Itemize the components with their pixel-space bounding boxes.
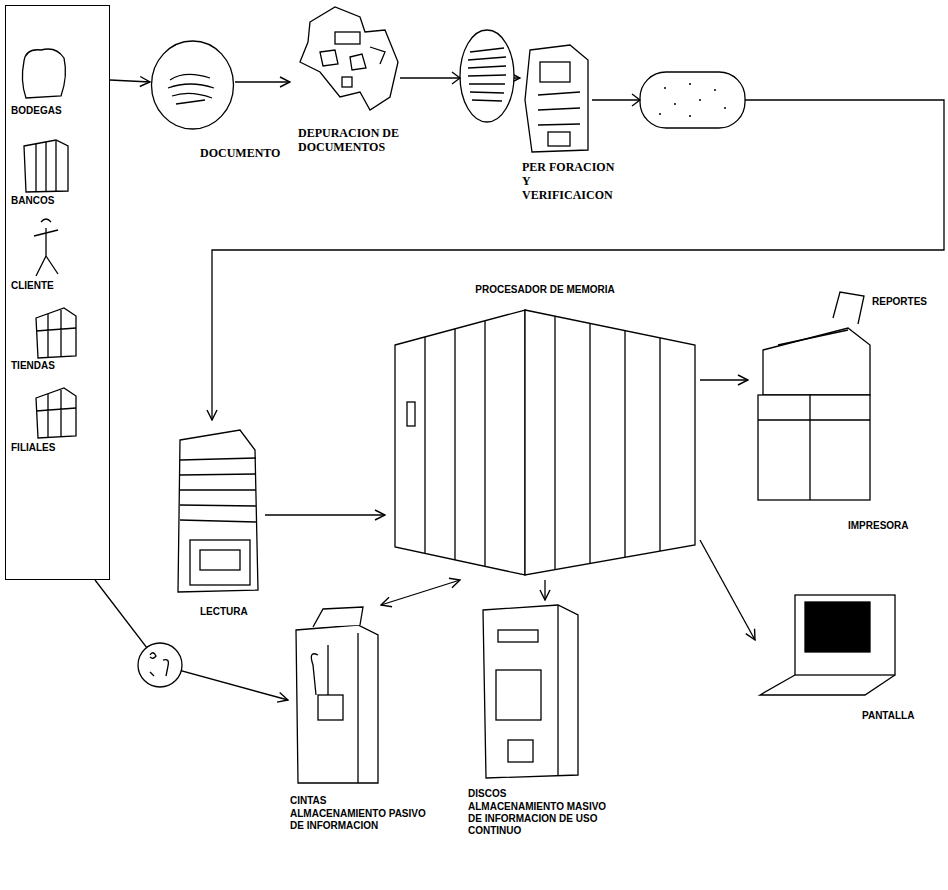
flow-arrow [265, 514, 385, 515]
tape-icon [288, 605, 383, 785]
document-ellipse: DOCUMENTO [150, 40, 235, 130]
arrowhead [632, 94, 640, 106]
document-icon [150, 40, 235, 130]
memory-processor: PROCESADOR DE MEMORIA [385, 282, 700, 580]
node-label: DEPURACION DE DOCUMENTOS [298, 126, 410, 154]
node-label: BANCOS [11, 195, 54, 207]
flow-arrow [381, 580, 460, 605]
flow-arrow [110, 80, 150, 82]
disk-icon [478, 600, 583, 780]
dial-terminal-circle [138, 643, 182, 687]
punch-verify-machine: PER FORACION Y VERIFICAICON [520, 40, 592, 155]
node-label: PER FORACION Y VERIFICAICON [522, 160, 622, 202]
node-label: PROCESADOR DE MEMORIA [440, 284, 650, 296]
disk-storage: DISCOSALMACENAMIENTO MASIVO DE INFORMACI… [478, 600, 583, 780]
node-label: CLIENTE [11, 280, 54, 292]
card-stack-ellipse [460, 30, 514, 122]
node-label: DOCUMENTO [200, 146, 280, 160]
processor-icon [385, 282, 700, 580]
flow-arrow [95, 580, 288, 700]
flow-arrow [235, 81, 290, 82]
flow-arrow [700, 540, 755, 640]
arrowhead [452, 72, 460, 84]
node-label: LECTURA [200, 606, 248, 618]
dial-marks [150, 653, 168, 676]
node-label: IMPRESORA [848, 520, 909, 532]
punch-icon [520, 40, 592, 155]
node-label: DISCOS [468, 788, 506, 800]
tape-storage: CINTASALMACENAMIENTO PASIVO DE INFORMACI… [288, 605, 383, 785]
document-cleanup: DEPURACION DE DOCUMENTOS [290, 2, 400, 112]
card-deck-rounded [640, 72, 745, 128]
reader-icon [170, 420, 265, 595]
display-screen: PANTALLA [755, 590, 905, 700]
node-label: ALMACENAMIENTO PASIVO DE INFORMACION [290, 808, 440, 832]
card-lines [468, 48, 506, 101]
node-label: TIENDAS [11, 360, 55, 372]
node-label: PANTALLA [862, 710, 914, 722]
cleanup-icon [290, 2, 400, 112]
node-label: CINTAS [290, 795, 326, 807]
source-panel: BODEGAS BANCOS CLIENTE TIENDAS FILIALES [5, 5, 110, 580]
display-icon [755, 590, 905, 700]
deck-dots [659, 83, 726, 117]
card-reader: LECTURA [170, 420, 265, 595]
node-label: FILIALES [11, 442, 55, 454]
printer: REPORTESIMPRESORA [748, 290, 873, 502]
node-label: BODEGAS [11, 105, 62, 117]
flow-arrow [700, 379, 748, 380]
printer-icon [748, 290, 873, 502]
node-label: ALMACENAMIENTO MASIVO DE INFORMACION DE … [468, 801, 618, 837]
source-icons [6, 6, 109, 579]
flow-arrow [544, 580, 545, 600]
node-label: REPORTES [872, 296, 927, 308]
